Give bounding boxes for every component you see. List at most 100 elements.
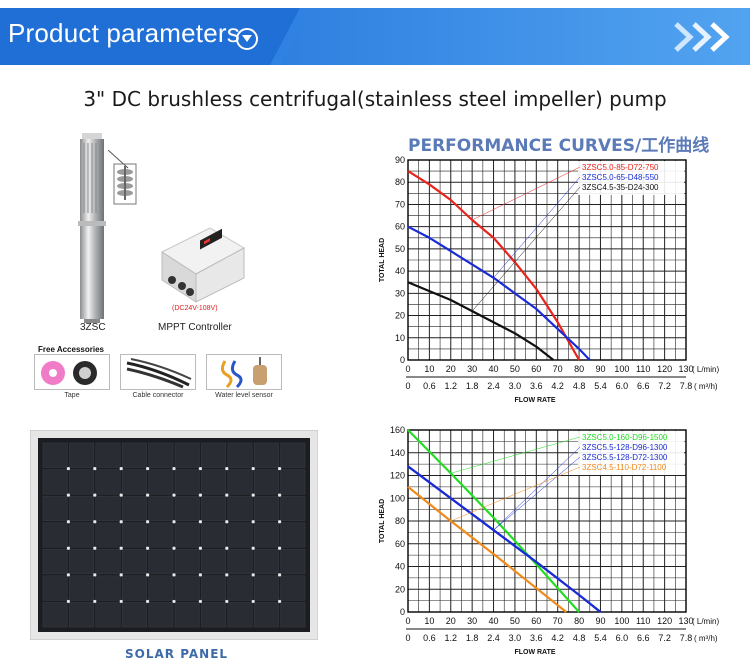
chevron-down-circle-icon[interactable] — [236, 28, 258, 50]
x-tick-label: 100 — [614, 364, 629, 374]
legend-leader-line — [472, 166, 581, 221]
legend-leader-line — [493, 456, 581, 531]
solar-cell — [227, 549, 253, 575]
series-line — [407, 429, 580, 613]
x2-tick-label: 3.6 — [530, 381, 543, 391]
solar-cell — [253, 549, 279, 575]
solar-cell-corner — [172, 493, 176, 497]
solar-cell-corner — [278, 520, 282, 524]
x-axis-label: FLOW RATE — [514, 397, 555, 404]
x-tick-label: 60 — [531, 616, 541, 626]
x2-tick-label: 1.2 — [445, 633, 458, 643]
x-tick-label: 100 — [614, 616, 629, 626]
header-banner: Product parameters — [0, 0, 750, 72]
x2-tick-label: 6.0 — [616, 381, 629, 391]
y-tick-label: 20 — [395, 311, 405, 321]
y-tick-label: 0 — [400, 607, 405, 617]
solar-cell — [174, 575, 200, 601]
y-tick-label: 20 — [395, 584, 405, 594]
x-axis-label: FLOW RATE — [514, 649, 555, 656]
y-tick-label: 160 — [390, 425, 405, 435]
solar-cell — [121, 602, 147, 628]
solar-cell-corner — [119, 599, 123, 604]
x2-tick-label: 6.6 — [637, 381, 650, 391]
solar-cell-corner — [198, 546, 202, 550]
y-tick-label: 70 — [395, 199, 405, 209]
x-tick-label: 50 — [510, 616, 520, 626]
solar-cell — [69, 495, 95, 521]
y-axis-label: TOTAL HEAD — [379, 238, 386, 282]
performance-curves-title: PERFORMANCE CURVES/工作曲线 — [408, 136, 710, 156]
controller-label: MPPT Controller — [158, 322, 232, 333]
solar-cell — [280, 549, 306, 575]
legend-entry: 3ZSC5.0-160-D96-1500 — [582, 433, 668, 442]
solar-cell — [42, 602, 68, 628]
x2-tick-label: 6.6 — [637, 633, 650, 643]
x2-tick-label: 2.4 — [487, 633, 500, 643]
solar-cell — [201, 575, 227, 601]
solar-cell — [42, 549, 68, 575]
x-tick-label: 110 — [636, 616, 650, 626]
x2-tick-label: 3.6 — [530, 633, 543, 643]
solar-cell-corner — [225, 546, 229, 550]
solar-cell — [148, 442, 174, 468]
x2-tick-label: 7.2 — [658, 633, 671, 643]
x-tick-label: 0 — [405, 364, 410, 374]
solar-cell — [253, 495, 279, 521]
x-tick-label: 90 — [595, 364, 605, 374]
solar-cell-corner — [278, 599, 282, 604]
x-tick-label: 70 — [553, 364, 563, 374]
solar-cell — [227, 495, 253, 521]
x2-tick-label: 7.2 — [658, 381, 671, 391]
accessory-label: Cable connector — [132, 392, 184, 399]
x2-tick-label: 0 — [405, 633, 410, 643]
solar-cell — [201, 549, 227, 575]
y-tick-label: 40 — [395, 562, 405, 572]
legend-entry: 3ZSC4.5-110-D72-1100 — [582, 463, 667, 472]
solar-cell-corner — [93, 546, 97, 550]
solar-cell — [174, 522, 200, 548]
solar-cell-corner — [251, 520, 255, 524]
solar-cell-corner — [251, 573, 255, 577]
solar-cell-corner — [119, 493, 123, 497]
solar-panel-label: SOLAR PANEL — [125, 647, 229, 661]
x2-tick-label: 1.8 — [466, 381, 479, 391]
y-tick-label: 60 — [395, 222, 405, 232]
solar-cell — [201, 442, 227, 468]
mppt-controller-image — [152, 222, 250, 310]
x-tick-label: 60 — [531, 364, 541, 374]
solar-cell — [280, 602, 306, 628]
header-title: Product parameters — [8, 18, 240, 48]
legend-entry: 3ZSC5.5-128-D72-1300 — [582, 453, 668, 462]
solar-cell-corner — [93, 599, 97, 604]
x2-tick-label: 7.8 — [680, 633, 693, 643]
y-tick-label: 60 — [395, 539, 405, 549]
solar-cell-corner — [172, 466, 176, 471]
x-tick-label: 40 — [489, 364, 499, 374]
solar-cell-corner — [146, 599, 150, 604]
legend-entry: 3ZSC5.0-65-D48-550 — [582, 173, 659, 182]
solar-cell-corner — [198, 573, 202, 577]
solar-cell — [121, 575, 147, 601]
legend-entry: 3ZSC5.0-85-D72-750 — [582, 163, 659, 172]
tape-roll-icon — [41, 361, 97, 385]
header-banner-shape — [0, 8, 750, 65]
solar-cell-corner — [66, 573, 70, 577]
y-tick-label: 10 — [395, 333, 405, 343]
x2-tick-label: 0.6 — [423, 633, 436, 643]
solar-cell — [174, 495, 200, 521]
solar-cell-corner — [198, 520, 202, 524]
solar-cell — [148, 469, 174, 495]
x-tick-label: 80 — [574, 364, 584, 374]
x-tick-label: 30 — [467, 364, 477, 374]
solar-cell — [253, 575, 279, 601]
solar-cell-corner — [251, 466, 255, 471]
solar-cell-corner — [146, 520, 150, 524]
x2-tick-label: 4.2 — [551, 633, 564, 643]
free-accessories-title: Free Accessories — [38, 345, 104, 354]
solar-cell — [69, 549, 95, 575]
solar-cell — [42, 495, 68, 521]
x-tick-label: 120 — [657, 616, 672, 626]
solar-cell — [253, 442, 279, 468]
